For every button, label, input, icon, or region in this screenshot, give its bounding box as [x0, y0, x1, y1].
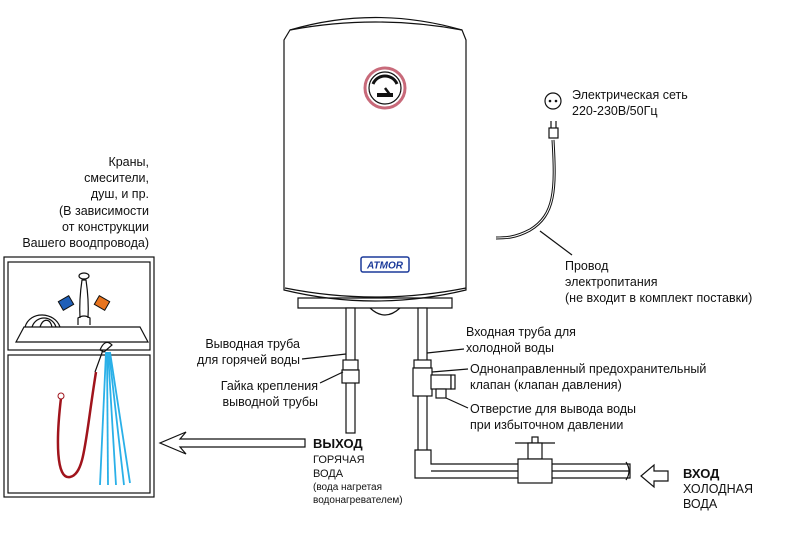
power-cable: [495, 121, 573, 256]
svg-text:при избыточном давлении: при избыточном давлении: [470, 418, 623, 432]
power-socket-icon: [544, 92, 562, 110]
nut-label: Гайка крепления выводной трубы: [221, 379, 318, 409]
svg-text:смесители,: смесители,: [84, 171, 149, 185]
cold-input-arrow-icon: [640, 463, 669, 489]
svg-text:ВОДА: ВОДА: [313, 468, 344, 480]
svg-text:выводной трубы: выводной трубы: [223, 395, 318, 409]
cable-label: Провод электропитания (не входит в компл…: [565, 259, 752, 305]
svg-text:ВХОД: ВХОД: [683, 466, 720, 481]
svg-text:ВОДА: ВОДА: [683, 497, 718, 511]
brand-badge: ATMOR: [360, 256, 410, 273]
svg-text:Входная труба для: Входная труба для: [466, 325, 576, 339]
input-label: ВХОД ХОЛОДНАЯ ВОДА: [683, 466, 753, 511]
output-label: ВЫХОД ГОРЯЧАЯ ВОДА (вода нагретая водона…: [313, 436, 403, 506]
check-valve-label: Однонаправленный предохранительный клапа…: [470, 362, 706, 392]
svg-text:душ, и пр.: душ, и пр.: [91, 187, 149, 201]
check-valve: [430, 374, 456, 399]
thermometer-dial-icon: [363, 66, 407, 110]
svg-text:ВЫХОД: ВЫХОД: [313, 436, 363, 451]
svg-text:Провод: Провод: [565, 259, 609, 273]
power-label: Электрическая сеть 220-230В/50Гц: [572, 88, 688, 118]
svg-text:(В зависимости: (В зависимости: [59, 204, 149, 218]
svg-text:от конструкции: от конструкции: [62, 220, 149, 234]
svg-text:ГОРЯЧАЯ: ГОРЯЧАЯ: [313, 454, 365, 466]
svg-text:(вода нагретая: (вода нагретая: [313, 482, 382, 493]
outlet-hole-label: Отверстие для вывода воды при избыточном…: [470, 402, 636, 432]
svg-text:холодной воды: холодной воды: [466, 341, 554, 355]
fixtures-illustration: [3, 256, 155, 498]
hot-water-pipe: [341, 307, 360, 434]
svg-text:Гайка крепления: Гайка крепления: [221, 379, 318, 393]
svg-text:клапан (клапан давления): клапан (клапан давления): [470, 378, 622, 392]
svg-text:Вашего воодпровода): Вашего воодпровода): [22, 236, 149, 250]
svg-text:электропитания: электропитания: [565, 275, 658, 289]
svg-text:Краны,: Краны,: [108, 155, 149, 169]
svg-text:водонагревателем): водонагревателем): [313, 495, 403, 506]
svg-text:ХОЛОДНАЯ: ХОЛОДНАЯ: [683, 482, 753, 496]
svg-text:Электрическая сеть: Электрическая сеть: [572, 88, 688, 102]
sink-faucet-icon: [15, 272, 149, 343]
svg-text:Однонаправленный предохранител: Однонаправленный предохранительный: [470, 362, 706, 376]
svg-text:Отверстие для вывода воды: Отверстие для вывода воды: [470, 402, 636, 416]
cold-pipe-label: Входная труба для холодной воды: [466, 325, 576, 355]
svg-text:Выводная труба: Выводная труба: [205, 337, 300, 351]
hot-output-arrow-icon: [158, 431, 306, 455]
svg-text:ATMOR: ATMOR: [366, 261, 404, 272]
shower-head-icon: [56, 341, 131, 486]
hot-pipe-label: Выводная труба для горячей воды: [197, 337, 300, 367]
water-heater-tank: [283, 16, 467, 316]
shutoff-valve: [515, 436, 555, 484]
leader-lines: [301, 348, 469, 409]
fixtures-label: Краны, смесители, душ, и пр. (В зависимо…: [22, 155, 149, 250]
svg-text:для горячей воды: для горячей воды: [197, 353, 300, 367]
svg-text:220-230В/50Гц: 220-230В/50Гц: [572, 104, 658, 118]
svg-text:(не входит в комплект поставки: (не входит в комплект поставки): [565, 291, 752, 305]
